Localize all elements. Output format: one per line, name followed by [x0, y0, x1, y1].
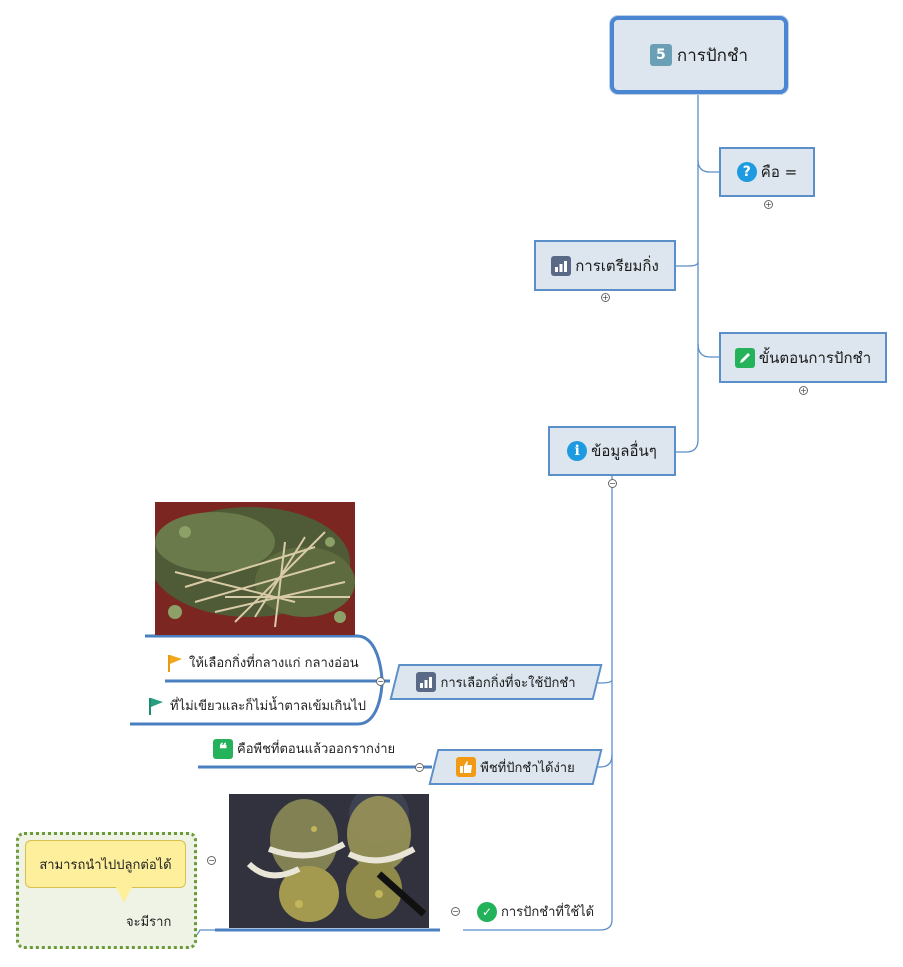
rooting-bags-photo — [229, 794, 429, 928]
question-icon: ? — [736, 162, 757, 182]
quote-icon: ❝ — [213, 738, 233, 759]
result-leaf[interactable]: จะมีราก — [126, 911, 171, 932]
leaf-text: ที่ไม่เขียวและก็ไม่น้ำตาลเข้มเกินไป — [170, 699, 367, 714]
info-icon: i — [567, 441, 588, 461]
leaf-text: คือพืชที่ตอนแล้วออกรากง่าย — [237, 742, 396, 757]
topic-prepare-label: การเตรียมกิ่ง — [575, 256, 659, 275]
leaf-item[interactable]: ให้เลือกกิ่งที่กลางแก่ กลางอ่อน — [165, 652, 359, 673]
collapse-toggle[interactable]: − — [451, 907, 460, 916]
expand-toggle[interactable]: + — [601, 293, 610, 302]
check-icon: ✓ — [477, 901, 497, 922]
subtopic-usable-label: การปักชำที่ใช้ได้ — [501, 905, 595, 920]
expand-toggle[interactable]: + — [799, 386, 808, 395]
callout-text: สามารถนำไปปลูกต่อได้ — [39, 857, 172, 873]
result-text: จะมีราก — [126, 915, 172, 930]
topic-steps[interactable]: ขั้นตอนการปักชำ — [719, 332, 887, 383]
topic-definition-label: คือ = — [760, 163, 798, 181]
chart-icon — [551, 255, 572, 276]
cuttings-photo — [155, 502, 355, 635]
root-topic-label: การปักชำ — [676, 45, 749, 66]
collapse-toggle[interactable]: − — [207, 856, 216, 865]
collapse-toggle[interactable]: − — [376, 677, 385, 686]
topic-other-info[interactable]: i ข้อมูลอื่นๆ — [548, 426, 676, 476]
teal-flag-icon — [146, 696, 166, 716]
collapse-toggle[interactable]: − — [415, 763, 424, 772]
callout-bubble[interactable]: สามารถนำไปปลูกต่อได้ — [25, 840, 186, 888]
topic-definition[interactable]: ? คือ = — [719, 147, 815, 197]
leaf-text: ให้เลือกกิ่งที่กลางแก่ กลางอ่อน — [189, 656, 359, 671]
subtopic-easy[interactable]: พืชที่ปักชำได้ง่าย — [428, 749, 603, 785]
expand-toggle[interactable]: + — [764, 200, 773, 209]
subtopic-select-label: การเลือกกิ่งที่จะใช้ปักชำ — [440, 675, 576, 691]
subtopic-select-branch[interactable]: การเลือกกิ่งที่จะใช้ปักชำ — [389, 664, 603, 700]
chart-icon — [416, 672, 437, 692]
thumbs-up-icon — [456, 757, 477, 777]
collapse-toggle[interactable]: − — [608, 479, 617, 488]
orange-flag-icon — [165, 653, 185, 673]
priority-badge: 5 — [649, 44, 672, 66]
leaf-item[interactable]: ❝ คือพืชที่ตอนแล้วออกรากง่าย — [213, 738, 395, 759]
topic-steps-label: ขั้นตอนการปักชำ — [758, 348, 872, 367]
topic-other-label: ข้อมูลอื่นๆ — [591, 442, 657, 460]
callout-tail — [116, 887, 132, 903]
root-topic[interactable]: 5 การปักชำ — [610, 16, 788, 94]
pencil-icon — [734, 347, 755, 368]
subtopic-easy-label: พืชที่ปักชำได้ง่าย — [480, 760, 575, 776]
leaf-item[interactable]: ที่ไม่เขียวและก็ไม่น้ำตาลเข้มเกินไป — [146, 695, 366, 716]
topic-prepare-branch[interactable]: การเตรียมกิ่ง — [534, 240, 676, 291]
subtopic-usable[interactable]: ✓ การปักชำที่ใช้ได้ — [477, 901, 594, 922]
